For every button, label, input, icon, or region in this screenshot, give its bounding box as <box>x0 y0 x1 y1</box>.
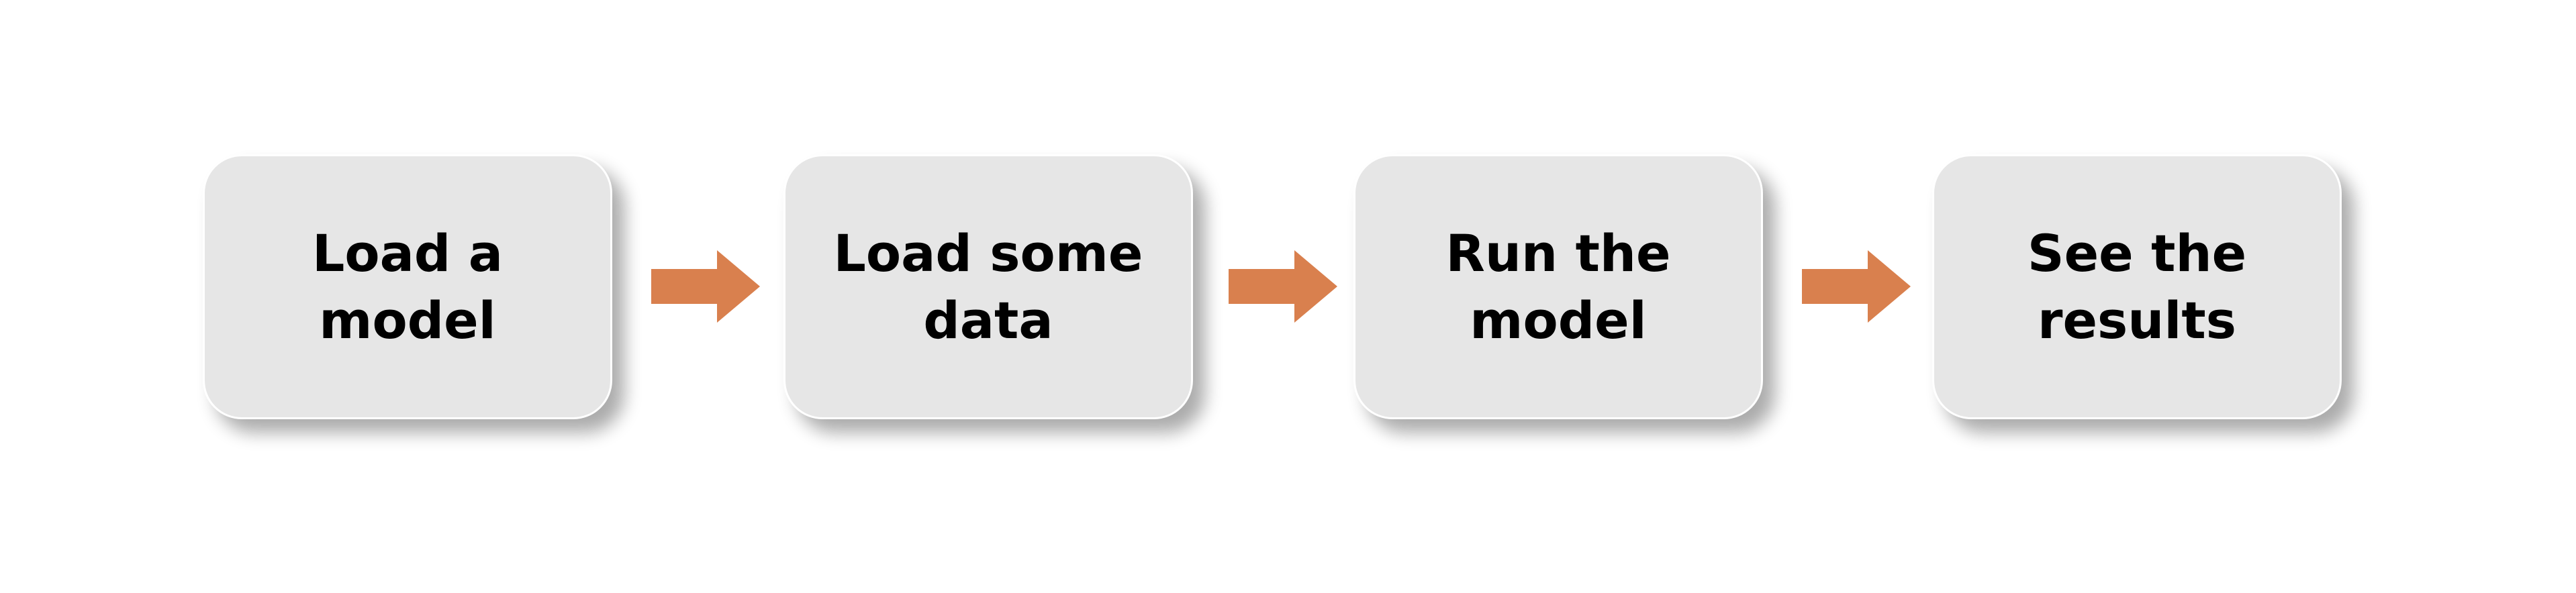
step-label-line-2: results <box>2038 290 2236 350</box>
right-arrow-icon <box>651 250 760 323</box>
step-label-line-2: model <box>319 290 496 350</box>
step-label-line-1: Load a <box>312 223 504 283</box>
step-load-model: Load a model <box>203 154 612 419</box>
step-label-line-1: Load some <box>833 223 1143 283</box>
step-see-results: See the results <box>1932 154 2342 419</box>
step-label: Run the model <box>1355 220 1761 354</box>
step-label: See the results <box>1934 220 2340 354</box>
arrow-2 <box>1229 250 1337 323</box>
step-label-line-1: See the <box>2027 223 2247 283</box>
step-label-line-1: Run the <box>1445 223 1671 283</box>
arrow-1 <box>651 250 760 323</box>
step-label-line-2: model <box>1470 290 1647 350</box>
arrow-3 <box>1802 250 1911 323</box>
step-load-data: Load some data <box>783 154 1193 419</box>
step-run-model: Run the model <box>1353 154 1763 419</box>
step-label: Load a model <box>205 220 610 354</box>
step-label: Load some data <box>785 220 1191 354</box>
step-label-line-2: data <box>923 290 1053 350</box>
right-arrow-icon <box>1802 250 1911 323</box>
right-arrow-icon <box>1229 250 1337 323</box>
